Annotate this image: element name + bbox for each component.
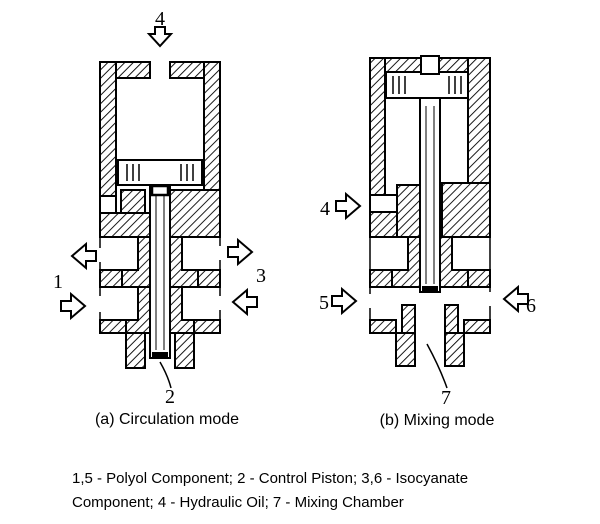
diagram-circulation-mode: 4 1 3 2 (a) Circulation mode [53,8,266,428]
valve-body-section-a [99,61,221,369]
caption-mixing-mode: (b) Mixing mode [380,412,495,429]
arrow-hydraulic-in-top [146,26,174,48]
label-mixing-chamber: 7 [441,387,451,409]
valve-body-section-b [369,57,491,367]
label-polyol-a: 1 [53,271,63,293]
legend-text: 1,5 - Polyol Component; 2 - Control Pist… [72,470,468,511]
control-piston-a [117,159,203,186]
label-hydraulic-oil-a: 4 [155,8,165,30]
arrow-polyol-in-left [60,291,87,321]
arrow-hydraulic-in-left [335,191,362,221]
leader-line-mixing-chamber [426,343,448,389]
label-control-piston: 2 [165,386,175,408]
label-isocyanate-a: 3 [256,265,266,287]
leader-line-control-piston [159,361,172,389]
arrow-isocyanate-out-right [227,237,254,267]
legend-line-1: 1,5 - Polyol Component; 2 - Control Pist… [72,470,468,487]
arrow-polyol-out-left [70,241,97,271]
arrow-isocyanate-in-b [502,284,529,314]
label-hydraulic-oil-b: 4 [320,198,330,220]
caption-circulation-mode: (a) Circulation mode [95,411,239,428]
label-polyol-b: 5 [319,292,329,314]
arrow-isocyanate-in-right [231,287,258,317]
label-isocyanate-b: 6 [526,295,536,317]
piston-rod-b [419,97,441,293]
legend-line-2: Component; 4 - Hydraulic Oil; 7 - Mixing… [72,494,404,511]
piston-rod-a [149,184,171,359]
arrow-polyol-in-b [331,286,358,316]
diagram-mixing-mode: 4 5 6 7 (b) Mixing mode [319,55,536,429]
